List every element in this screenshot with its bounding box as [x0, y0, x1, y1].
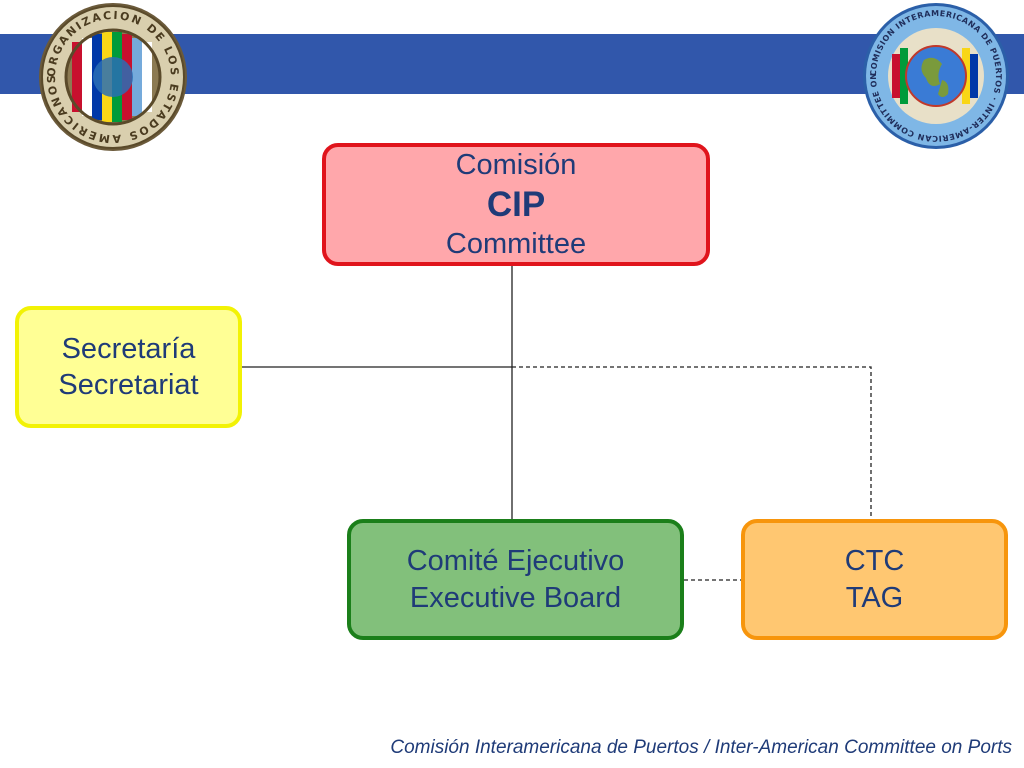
secretariat-label-es: Secretaría [61, 332, 196, 365]
secretariat-node: Secretaría Secretariat [15, 306, 242, 428]
technical-group-label-es: CTC [844, 545, 905, 578]
oas-seal-logo: ORGANIZACION DE LOS ESTADOS AMERICANOS [38, 2, 188, 152]
executive-board-node: Comité Ejecutivo Executive Board [347, 519, 684, 640]
tag-dashed-link-line [512, 366, 872, 519]
commission-label-es: Comisión [455, 149, 577, 182]
commission-label-en: Committee [445, 227, 587, 260]
oas-seal-graphic: ORGANIZACION DE LOS ESTADOS AMERICANOS [39, 3, 187, 151]
commission-node: Comisión CIP Committee [322, 143, 710, 266]
secretariat-label-en: Secretariat [58, 369, 199, 401]
executive-board-label-es: Comité Ejecutivo [406, 545, 625, 578]
technical-group-label-en: TAG [845, 581, 904, 614]
technical-group-node: CTC TAG [741, 519, 1008, 640]
commission-label-acronym: CIP [486, 184, 546, 224]
cip-seal-graphic: COMISION INTERAMERICANA DE PUERTOS · INT… [862, 2, 1009, 149]
cip-seal-logo: COMISION INTERAMERICANA DE PUERTOS · INT… [862, 2, 1010, 150]
executive-board-label-en: Executive Board [409, 581, 622, 614]
footer-caption: Comisión Interamericana de Puertos / Int… [390, 737, 1012, 758]
